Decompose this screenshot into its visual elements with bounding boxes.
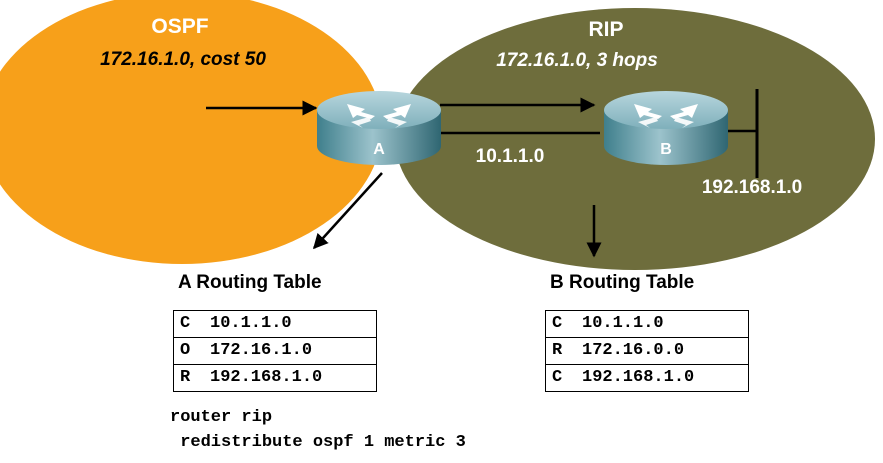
- router-b: B: [604, 91, 728, 165]
- ospf-route-label: 172.16.1.0, cost 50: [100, 49, 266, 70]
- router-a: A: [317, 91, 441, 165]
- config-line: redistribute ospf 1 metric 3: [170, 433, 466, 452]
- route-code: O: [173, 337, 206, 365]
- route-code: C: [552, 314, 563, 333]
- table-row: C 192.168.1.0: [545, 364, 749, 392]
- table-row: R 192.168.1.0: [173, 364, 377, 392]
- route-code: C: [545, 364, 578, 392]
- router-b-table-title: B Routing Table: [550, 272, 695, 293]
- router-a-label: A: [373, 141, 385, 158]
- table-row: R 172.16.0.0: [545, 337, 749, 365]
- table-row: O 172.16.1.0: [173, 337, 377, 365]
- router-a-table-pointer: [312, 172, 383, 250]
- route-code: R: [173, 364, 206, 392]
- route-network: 192.168.1.0: [206, 364, 377, 392]
- route-network: 192.168.1.0: [578, 364, 749, 392]
- route-network: 10.1.1.0: [210, 314, 292, 333]
- route-network: 10.1.1.0: [582, 314, 664, 333]
- rip-domain-name: RIP: [588, 18, 623, 41]
- router-b-label: B: [660, 141, 672, 158]
- table-row: C 10.1.1.0: [546, 311, 749, 338]
- router-arrows-icon: [347, 104, 411, 128]
- router-a-table-title: A Routing Table: [178, 272, 322, 293]
- config-line: router rip: [170, 408, 273, 427]
- lan-network-label: 192.168.1.0: [702, 177, 802, 198]
- router-a-routing-table: C 10.1.1.0 O 172.16.1.0 R 192.168.1.0: [173, 310, 377, 392]
- a-b-network-label: 10.1.1.0: [476, 146, 545, 167]
- route-code: R: [545, 337, 578, 365]
- route-network: 172.16.0.0: [578, 337, 749, 365]
- config-commands: router rip redistribute ospf 1 metric 3: [170, 405, 466, 455]
- ospf-domain-ellipse: [0, 0, 382, 264]
- table-row: C 10.1.1.0: [174, 311, 377, 338]
- router-b-routing-table: C 10.1.1.0 R 172.16.0.0 C 192.168.1.0: [545, 310, 749, 392]
- route-code: C: [180, 314, 191, 333]
- router-arrows-icon: [634, 104, 698, 128]
- route-network: 172.16.1.0: [206, 337, 377, 365]
- rip-route-label: 172.16.1.0, 3 hops: [496, 50, 658, 71]
- ospf-domain-name: OSPF: [151, 15, 208, 38]
